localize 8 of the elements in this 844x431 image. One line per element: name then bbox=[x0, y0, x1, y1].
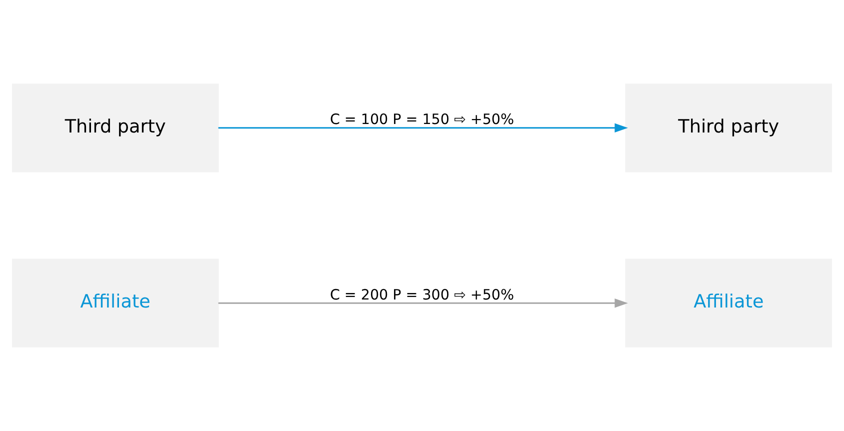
edge-label: C = 200 P = 300 ⇨ +50% bbox=[330, 287, 514, 304]
edge-label: C = 100 P = 150 ⇨ +50% bbox=[330, 112, 514, 128]
arrow bbox=[218, 123, 628, 133]
node-box: Affiliate bbox=[12, 258, 219, 348]
node-box: Third party bbox=[12, 84, 219, 172]
node-box: Third party bbox=[625, 84, 832, 172]
node-box: Affiliate bbox=[625, 258, 832, 348]
arrow bbox=[218, 298, 628, 308]
